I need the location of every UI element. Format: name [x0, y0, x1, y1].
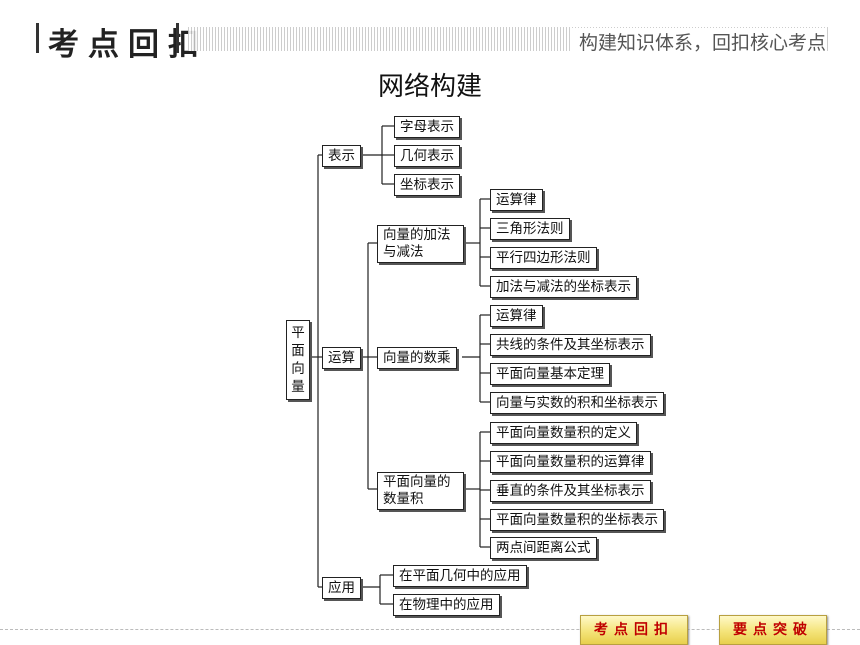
node-yy-jh: 在平面几何中的应用	[393, 565, 527, 587]
node-zuobiao: 坐标表示	[394, 174, 460, 196]
node-jj-zb: 加法与减法的坐标表示	[490, 276, 637, 298]
node-yy-wl: 在物理中的应用	[393, 594, 500, 616]
node-slj-zb: 平面向量数量积的坐标表示	[490, 509, 664, 531]
node-biaoshi: 表示	[322, 145, 361, 167]
node-root: 平面向量	[286, 320, 310, 400]
key-points-button[interactable]: 要点突破	[719, 615, 827, 645]
header-divider-right	[176, 23, 179, 53]
node-sc-gx: 共线的条件及其坐标表示	[490, 334, 651, 356]
node-slj-dy: 平面向量数量积的定义	[490, 422, 637, 444]
node-sc-dl: 平面向量基本定理	[490, 363, 610, 385]
node-jj-pxsbx: 平行四边形法则	[490, 247, 597, 269]
node-slj-cz: 垂直的条件及其坐标表示	[490, 480, 651, 502]
node-jihe: 几何表示	[394, 145, 460, 167]
node-jj-sjx: 三角形法则	[490, 218, 570, 240]
header-title: 考点回扣	[48, 27, 208, 63]
node-slj-jl: 两点间距离公式	[490, 537, 597, 559]
review-button[interactable]: 考点回扣	[580, 615, 688, 645]
node-slj-lv: 平面向量数量积的运算律	[490, 451, 651, 473]
page-title: 网络构建	[377, 72, 482, 102]
node-yunsuan: 运算	[322, 347, 361, 369]
node-zimu: 字母表示	[394, 116, 460, 138]
node-shuliangji: 平面向量的数量积	[377, 472, 464, 510]
header-divider-left	[36, 23, 39, 53]
node-sc-lv: 运算律	[490, 305, 543, 327]
header: 考点回扣 构建知识体系，回扣核心考点	[0, 0, 860, 63]
footer-divider	[0, 629, 860, 630]
node-yingyong: 应用	[322, 577, 361, 599]
node-shucheng: 向量的数乘	[377, 347, 457, 369]
node-sc-ss: 向量与实数的积和坐标表示	[490, 392, 664, 414]
node-jj-lv: 运算律	[490, 189, 543, 211]
node-jiajian: 向量的加法与减法	[377, 225, 464, 263]
header-subtitle: 构建知识体系，回扣核心考点	[570, 28, 826, 55]
